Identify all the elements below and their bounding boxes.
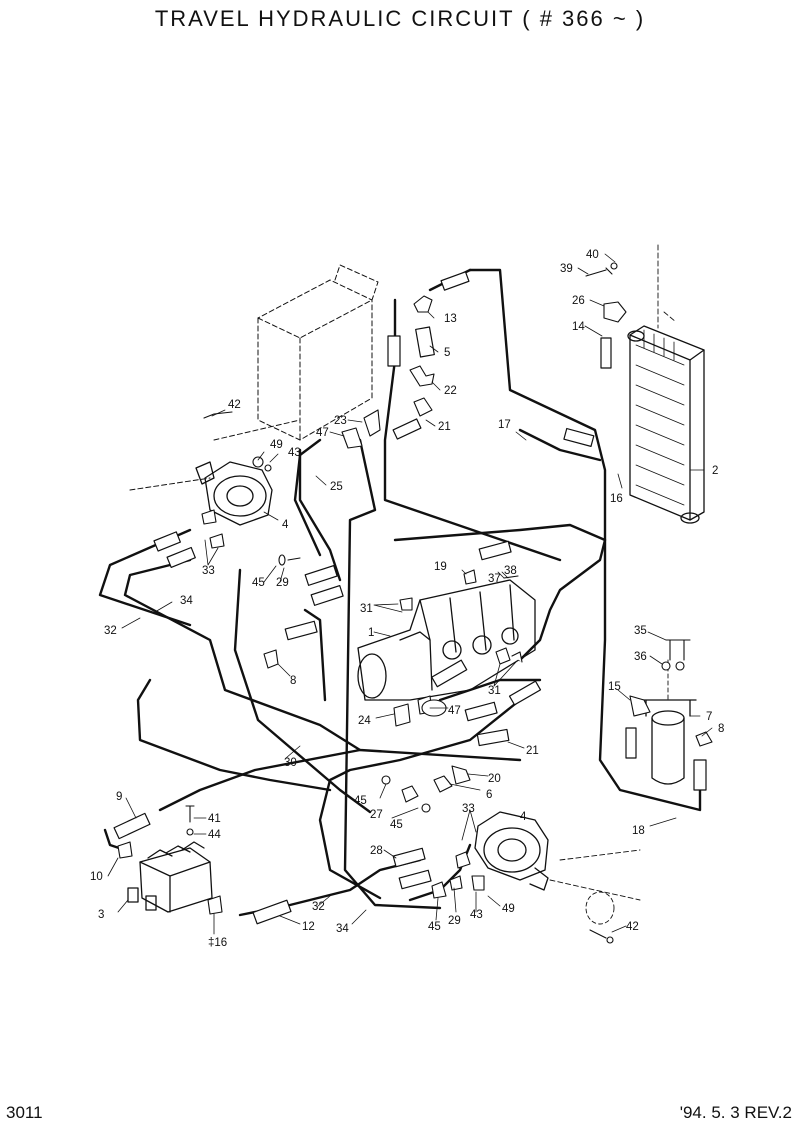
part-label-31-bottom: 31 bbox=[488, 685, 501, 697]
part-label-6: 6 bbox=[486, 789, 492, 801]
part-label-33-bottom: 33 bbox=[462, 803, 475, 815]
part-label-9: 9 bbox=[116, 791, 122, 803]
diagram-title: TRAVEL HYDRAULIC CIRCUIT ( # 366 ~ ) bbox=[154, 6, 646, 31]
part-label-15: 15 bbox=[608, 681, 621, 693]
part-labels: 1 2 3 4 4 5 6 7 8 8 9 10 12 13 14 15 16 … bbox=[90, 249, 724, 949]
part-label-36: 36 bbox=[634, 651, 647, 663]
part-label-25: 25 bbox=[330, 481, 343, 493]
travel-motor-right bbox=[474, 811, 641, 925]
part-label-10: 10 bbox=[90, 871, 103, 883]
part-label-28: 28 bbox=[370, 845, 383, 857]
part-label-14: 14 bbox=[572, 321, 585, 333]
page-number: 3011 bbox=[6, 1103, 43, 1122]
revision-date: '94. 5. 3 REV.2 bbox=[679, 1103, 792, 1122]
part-label-43-top: 43 bbox=[288, 447, 301, 459]
part-label-34-bottom: 34 bbox=[336, 923, 349, 935]
part-label-27: 27 bbox=[370, 809, 383, 821]
part-label-49-bottom: 49 bbox=[502, 903, 515, 915]
part-label-41: 41 bbox=[208, 813, 221, 825]
part-label-45-lower: 45 bbox=[390, 819, 403, 831]
part-label-26: 26 bbox=[572, 295, 585, 307]
part-label-20: 20 bbox=[488, 773, 501, 785]
part-label-18: 18 bbox=[632, 825, 645, 837]
part-label-40: 40 bbox=[586, 249, 599, 261]
part-label-22: 22 bbox=[444, 385, 457, 397]
part-label-44: 44 bbox=[208, 829, 221, 841]
hose-fittings bbox=[113, 271, 707, 925]
part-label-24: 24 bbox=[358, 715, 371, 727]
part-label-45-top: 45 bbox=[252, 577, 265, 589]
part-label-23: 23 bbox=[334, 415, 347, 427]
part-label-5: 5 bbox=[444, 347, 450, 359]
part-label-34-left: 34 bbox=[180, 595, 193, 607]
part-label-7: 7 bbox=[706, 711, 712, 723]
part-label-8-left: 8 bbox=[290, 675, 296, 687]
part-label-31-top: 31 bbox=[360, 603, 373, 615]
part-label-4-bottom: 4 bbox=[520, 811, 527, 823]
part-label-21-top: 21 bbox=[438, 421, 451, 433]
part-label-3: 3 bbox=[98, 909, 104, 921]
part-label-37: 37 bbox=[488, 573, 501, 585]
part-label-32-left: 32 bbox=[104, 625, 117, 637]
small-parts bbox=[117, 262, 713, 944]
line-filter bbox=[639, 659, 697, 785]
part-label-19: 19 bbox=[434, 561, 447, 573]
part-label-17: 17 bbox=[498, 419, 511, 431]
travel-motor-left bbox=[195, 461, 273, 526]
part-label-16-left: ‡16 bbox=[208, 937, 227, 949]
part-label-42-top: 42 bbox=[228, 399, 241, 411]
part-label-13: 13 bbox=[444, 313, 457, 325]
part-label-45-bottom: 45 bbox=[428, 921, 441, 933]
part-label-47-bottom: 47 bbox=[448, 705, 461, 717]
part-label-4-top: 4 bbox=[282, 519, 289, 531]
leader-lines bbox=[107, 253, 713, 935]
oil-cooler bbox=[627, 244, 705, 524]
part-label-16-right: 16 bbox=[610, 493, 623, 505]
part-label-32-bottom: 32 bbox=[312, 901, 325, 913]
part-label-8-right: 8 bbox=[718, 723, 724, 735]
part-label-35: 35 bbox=[634, 625, 647, 637]
main-pump bbox=[357, 579, 536, 701]
part-label-12: 12 bbox=[302, 921, 315, 933]
part-label-30: 30 bbox=[284, 757, 297, 769]
part-label-42-bottom: 42 bbox=[626, 921, 639, 933]
part-label-47-top: 47 bbox=[316, 427, 329, 439]
part-label-39: 39 bbox=[560, 263, 573, 275]
part-label-29-top: 29 bbox=[276, 577, 289, 589]
part-label-38: 38 bbox=[504, 565, 517, 577]
part-label-29-bottom: 29 bbox=[448, 915, 461, 927]
part-label-2: 2 bbox=[712, 465, 718, 477]
part-label-21-bottom: 21 bbox=[526, 745, 539, 757]
control-valve bbox=[127, 841, 213, 913]
part-label-1: 1 bbox=[368, 627, 374, 639]
part-label-33-top: 33 bbox=[202, 565, 215, 577]
part-label-43-bottom: 43 bbox=[470, 909, 483, 921]
part-label-45-middle: 45 bbox=[354, 795, 367, 807]
hydraulic-tank bbox=[129, 264, 379, 491]
part-label-49-top: 49 bbox=[270, 439, 283, 451]
